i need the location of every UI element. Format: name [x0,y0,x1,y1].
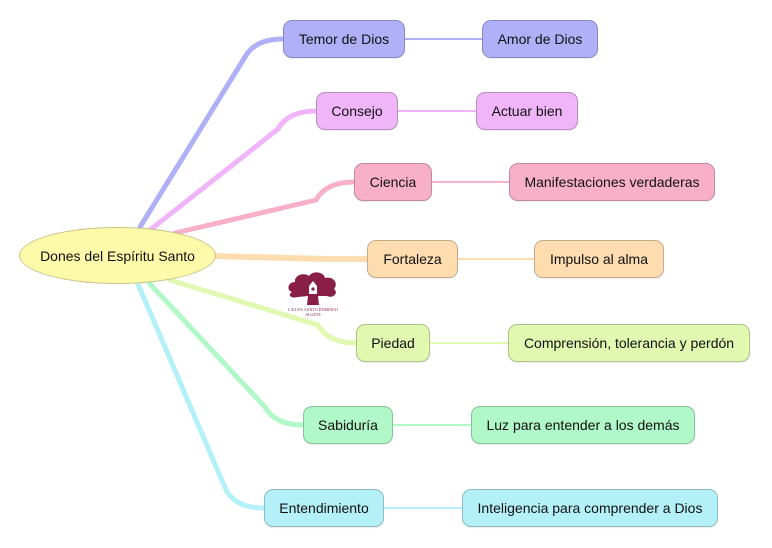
branch-node-label: Piedad [371,335,415,351]
root-node-label: Dones del Espíritu Santo [40,247,195,264]
child-node[interactable]: Luz para entender a los demás [471,406,695,444]
branch-link [137,36,286,230]
logo-subtext: ALGETE [305,312,321,317]
child-node[interactable]: Amor de Dios [482,20,598,58]
branch-link [147,108,319,233]
branch-node-label: Sabiduría [318,417,378,433]
school-logo: C.E.I.P.S. SANTO DOMINGO ALGETE [284,270,342,320]
branch-node[interactable]: Fortaleza [367,240,458,278]
branch-link [147,281,306,428]
child-node-label: Inteligencia para comprender a Dios [477,500,703,516]
branch-node[interactable]: Ciencia [354,163,432,201]
branch-node[interactable]: Entendimiento [264,489,384,527]
branch-node-label: Consejo [331,103,383,119]
child-node[interactable]: Comprensión, tolerancia y perdón [508,324,750,362]
child-node-label: Actuar bien [491,103,563,119]
branch-node[interactable]: Consejo [316,92,398,130]
child-node-label: Comprensión, tolerancia y perdón [523,335,735,351]
child-node[interactable]: Manifestaciones verdaderas [509,163,715,201]
branch-link [209,253,370,262]
child-node[interactable]: Actuar bien [476,92,578,130]
branch-node-label: Fortaleza [383,251,442,267]
branch-node[interactable]: Sabiduría [303,406,393,444]
branch-node-label: Entendimiento [279,500,369,516]
branch-node[interactable]: Piedad [356,324,430,362]
branch-node-label: Ciencia [369,174,417,190]
branch-link [172,179,357,236]
branch-node[interactable]: Temor de Dios [283,20,405,58]
branch-link [135,281,267,511]
child-node-label: Luz para entender a los demás [486,417,680,433]
child-node[interactable]: Inteligencia para comprender a Dios [462,489,718,527]
child-node[interactable]: Impulso al alma [534,240,664,278]
logo-text: C.E.I.P.S. SANTO DOMINGO [287,307,339,312]
child-node-label: Amor de Dios [497,31,583,47]
child-node-label: Manifestaciones verdaderas [524,174,700,190]
branch-node-label: Temor de Dios [298,31,390,47]
branch-link [167,277,359,346]
child-node-label: Impulso al alma [549,251,649,267]
root-node[interactable]: Dones del Espíritu Santo [19,227,216,284]
tree-icon [288,272,336,305]
